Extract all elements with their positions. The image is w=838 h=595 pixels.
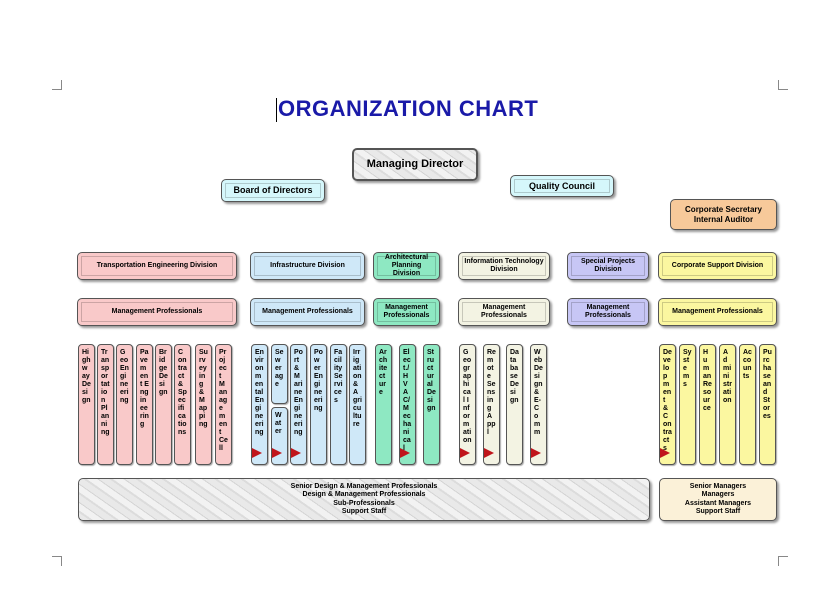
page-title: ORGANIZATION CHART <box>278 96 539 121</box>
unit-column[interactable]: Structural Design <box>423 344 440 465</box>
comment-flag-icon[interactable] <box>291 448 301 458</box>
comment-flag-icon[interactable] <box>531 448 541 458</box>
division-box[interactable]: Architectural Planning Division <box>373 252 440 280</box>
unit-column[interactable]: Bridge Design <box>155 344 172 465</box>
unit-column[interactable]: Human Resource <box>699 344 716 465</box>
staff-levels-box[interactable]: Senior Design & Management Professionals… <box>78 478 650 521</box>
corp-secretary-box[interactable]: Corporate Secretary Internal Auditor <box>670 199 777 230</box>
unit-column[interactable]: Development & Contracts <box>659 344 676 465</box>
crop-mark <box>778 80 788 90</box>
unit-column[interactable]: Surveying & Mapping <box>195 344 212 465</box>
comment-flag-icon[interactable] <box>484 448 494 458</box>
unit-column[interactable]: Transportation Planning <box>97 344 114 465</box>
unit-column[interactable]: Geo Engineering <box>116 344 133 465</box>
management-box-label: Management Professionals <box>81 302 233 322</box>
division-box[interactable]: Transportation Engineering Division <box>77 252 237 280</box>
unit-column[interactable]: Pavement Engineering <box>136 344 153 465</box>
unit-column[interactable]: Geographical Information <box>459 344 476 465</box>
management-box-label: Management Professionals <box>377 302 436 322</box>
management-box-label: Management Professionals <box>571 302 645 322</box>
division-box-label: Special Projects Division <box>571 256 645 276</box>
management-box[interactable]: Management Professionals <box>373 298 440 326</box>
staff-level: Senior Design & Management Professionals <box>290 483 438 491</box>
management-box[interactable]: Management Professionals <box>567 298 649 326</box>
division-box[interactable]: Corporate Support Division <box>658 252 777 280</box>
staff-level: Design & Management Professionals <box>302 491 426 499</box>
unit-column[interactable]: Power Engineering <box>310 344 327 465</box>
comment-flag-icon[interactable] <box>460 448 470 458</box>
unit-column[interactable]: Systems <box>679 344 696 465</box>
unit-column[interactable]: Highway Design <box>78 344 95 465</box>
managing-director-label: Managing Director <box>366 158 464 171</box>
unit-column[interactable]: Environmental Engineering <box>251 344 268 465</box>
unit-column[interactable]: Contract & Specifications <box>174 344 191 465</box>
management-box[interactable]: Management Professionals <box>658 298 777 326</box>
comment-flag-icon[interactable] <box>252 448 262 458</box>
division-box[interactable]: Special Projects Division <box>567 252 649 280</box>
staff-level: Sub-Professionals <box>333 499 395 507</box>
crop-mark <box>52 80 62 90</box>
crop-mark <box>778 556 788 566</box>
corp-secretary-label: Corporate Secretary <box>685 205 762 215</box>
comment-flag-icon[interactable] <box>272 448 282 458</box>
crop-mark <box>52 556 62 566</box>
managing-director-box[interactable]: Managing Director <box>352 148 478 181</box>
management-box-label: Management Professionals <box>662 302 773 322</box>
manager-levels-box[interactable]: Senior Managers Managers Assistant Manag… <box>659 478 777 521</box>
board-label: Board of Directors <box>225 183 321 198</box>
unit-column[interactable]: Database Design <box>506 344 523 465</box>
unit-column[interactable]: Elect./HVAC/Mechanical <box>399 344 416 465</box>
unit-column[interactable]: Web Design & E-Comm <box>530 344 547 465</box>
comment-flag-icon[interactable] <box>660 448 670 458</box>
division-box-label: Information Technology Division <box>462 256 546 276</box>
internal-auditor-label: Internal Auditor <box>693 214 754 224</box>
unit-column[interactable]: Irrigation & Agriculture <box>349 344 366 465</box>
unit-column[interactable]: Facility Services <box>330 344 347 465</box>
quality-council-box[interactable]: Quality Council <box>510 175 614 197</box>
management-box-label: Management Professionals <box>462 302 546 322</box>
management-box[interactable]: Management Professionals <box>458 298 550 326</box>
quality-council-label: Quality Council <box>514 179 610 193</box>
manager-level: Support Staff <box>695 507 741 515</box>
division-box-label: Architectural Planning Division <box>377 254 436 277</box>
unit-column[interactable]: Purchase and Stores <box>759 344 776 465</box>
comment-flag-icon[interactable] <box>400 448 410 458</box>
management-box-label: Management Professionals <box>254 302 361 322</box>
unit-column[interactable]: Sewerage <box>271 344 288 404</box>
staff-level: Support Staff <box>341 507 387 515</box>
division-box-label: Corporate Support Division <box>662 256 773 276</box>
division-box-label: Infrastructure Division <box>254 256 361 276</box>
text-cursor <box>276 98 277 122</box>
unit-column[interactable]: Architecture <box>375 344 392 465</box>
manager-level: Managers <box>701 491 735 499</box>
management-box[interactable]: Management Professionals <box>77 298 237 326</box>
unit-column[interactable]: Accounts <box>739 344 756 465</box>
division-box[interactable]: Infrastructure Division <box>250 252 365 280</box>
manager-level: Senior Managers <box>689 483 747 491</box>
board-box[interactable]: Board of Directors <box>221 179 325 202</box>
division-box[interactable]: Information Technology Division <box>458 252 550 280</box>
management-box[interactable]: Management Professionals <box>250 298 365 326</box>
manager-level: Assistant Managers <box>684 499 752 507</box>
division-box-label: Transportation Engineering Division <box>81 256 233 276</box>
unit-column[interactable]: Project Management Cell <box>215 344 232 465</box>
unit-column[interactable]: Administration <box>719 344 736 465</box>
unit-column[interactable]: Port & Marine Engineering <box>290 344 307 465</box>
unit-column[interactable]: Remote Sensing Appl <box>483 344 500 465</box>
